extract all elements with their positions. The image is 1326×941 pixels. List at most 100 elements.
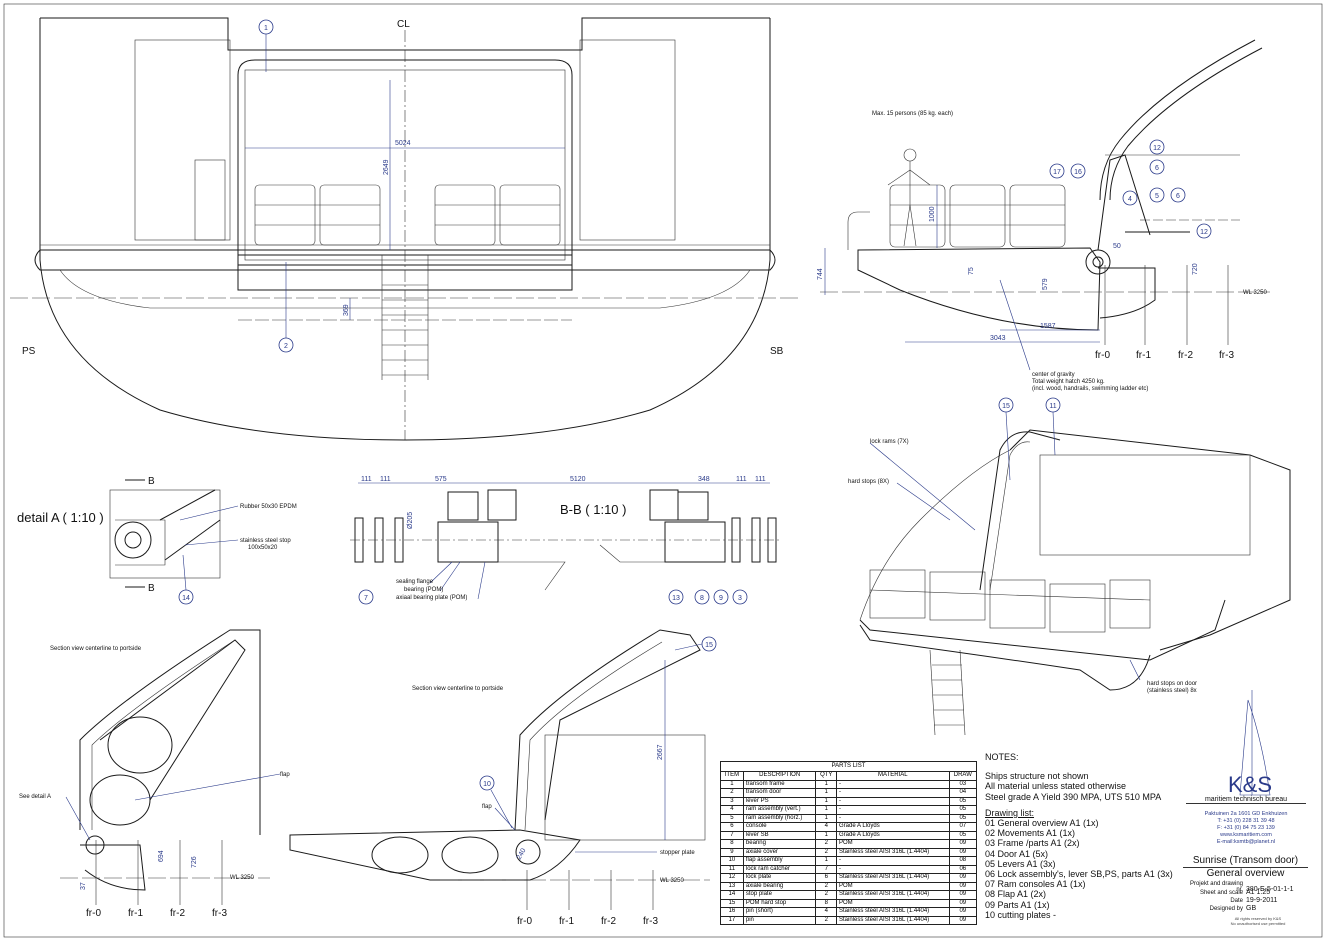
- cell-item: 13: [720, 881, 744, 891]
- cell-material: Stainless steel AISI 316L (1.4404): [836, 915, 950, 925]
- dim-720: 720: [1192, 263, 1199, 275]
- cell-item: 6: [720, 822, 744, 832]
- proj-row: Projekt and drawing nr.380-E-5-01-1-1: [1189, 881, 1294, 893]
- stopper-plate-label: stopper plate: [660, 850, 695, 856]
- ps-label: PS: [22, 346, 36, 357]
- flap-label-right: flap: [482, 804, 492, 810]
- cell-draw: 09: [948, 907, 978, 917]
- frame-2-right: fr-2: [601, 916, 616, 927]
- balloon-11: 11: [1049, 403, 1056, 410]
- cell-qty: 8: [815, 898, 837, 908]
- cell-draw: 07: [948, 822, 978, 832]
- office-address: Paktuinen 2a 1601 GD Enkhuizen T: +31 (0…: [1191, 811, 1301, 846]
- cell-draw: 05: [948, 830, 978, 840]
- cell-material: Stainless steel AISI 316L (1.4404): [836, 873, 950, 883]
- note-line-2: All material unless stated otherwise: [985, 781, 1127, 792]
- dim-694: 694: [158, 850, 165, 862]
- section-view-right: Section view centerline to portside WL 3…: [289, 629, 717, 927]
- hard-stops-door-1: hard stops on door: [1147, 681, 1197, 687]
- drawing-list-1: 01 General overview A1 (1x): [985, 818, 1099, 829]
- rear-view: CL 5024: [10, 17, 800, 441]
- balloon-4: 4: [1128, 196, 1132, 203]
- cell-draw: 09: [948, 898, 978, 908]
- dim-3043: 3043: [990, 335, 1006, 342]
- section-view-left: Section view centerline to portside WL 3…: [19, 629, 290, 919]
- cell-item: 10: [720, 856, 744, 866]
- project-name: Sunrise (Transom door): [1192, 855, 1299, 866]
- balloon-12b: 12: [1200, 229, 1208, 236]
- note-line-1: Ships structure not shown: [985, 771, 1089, 782]
- balloon-2: 2: [284, 343, 288, 350]
- balloon-5: 5: [1155, 193, 1159, 200]
- sb-label: SB: [770, 346, 784, 357]
- cell-description: pin: [742, 915, 817, 925]
- cell-item: 9: [720, 847, 744, 857]
- cell-material: Stainless steel AISI 316L (1.4404): [836, 907, 950, 917]
- balloon-1: 1: [264, 25, 268, 32]
- cell-qty: 6: [815, 873, 837, 883]
- cell-material: POM: [836, 839, 950, 849]
- dim-744: 744: [817, 268, 824, 280]
- notes-block: NOTES: Ships structure not shown All mat…: [985, 752, 1173, 920]
- cell-material: POM: [836, 881, 950, 891]
- b-label-top: B: [148, 476, 155, 487]
- drawing-list-4: 04 Door A1 (5x): [985, 848, 1049, 859]
- lock-rams-label: lock rams (7X): [870, 439, 909, 445]
- cell-item: 12: [720, 873, 744, 883]
- balloon-13: 13: [672, 595, 680, 602]
- cell-item: 11: [720, 864, 744, 874]
- wl-label-left: WL 3250: [230, 875, 254, 881]
- balloon-17: 17: [1053, 169, 1061, 176]
- cell-material: Grade A Lloyds: [836, 830, 950, 840]
- sealing-flange-label: sealing flange: [396, 579, 434, 585]
- balloon-8: 8: [700, 595, 704, 602]
- wl-label-top: WL 3250: [1243, 290, 1267, 296]
- parts-list-table: PARTS LIST ITEM DESCRIPTION QTY MATERIAL…: [720, 761, 978, 925]
- bb-dim-5: 348: [698, 476, 710, 483]
- cell-qty: 1: [815, 796, 837, 806]
- balloon-16: 16: [1074, 169, 1082, 176]
- steel-stop-1: stainless steel stop: [240, 538, 291, 544]
- section-bb: B-B ( 1:10 ) 111 111 575 5120 348 111 11…: [350, 476, 780, 605]
- hard-stops-label: hard stops (8X): [848, 479, 889, 485]
- bb-title: B-B ( 1:10 ): [560, 502, 626, 517]
- cog-note-3: (incl. wood, handrails, swimming ladder …: [1032, 386, 1148, 392]
- dim-width-label: 5024: [395, 140, 411, 147]
- flap-label-left: flap: [280, 772, 290, 778]
- cell-description: ram assembly (vert.): [742, 805, 817, 815]
- parts-list-caption: PARTS LIST: [720, 761, 977, 771]
- cell-qty: 1: [815, 779, 837, 789]
- cell-qty: 2: [815, 847, 837, 857]
- logo-text: K&S: [1228, 772, 1272, 797]
- cell-description: lever PS: [742, 796, 817, 806]
- note-line-3: Steel grade A Yield 390 MPA, UTS 510 MPA: [985, 791, 1162, 802]
- cell-description: lock ram catcher: [742, 864, 817, 874]
- rights-note: All rights reserved by K&S No unauthoris…: [1230, 916, 1286, 926]
- cell-draw: 05: [948, 805, 978, 815]
- cell-item: 7: [720, 830, 744, 840]
- cell-draw: 05: [948, 813, 978, 823]
- cog-note-2: Total weight hatch 4250 kg.: [1032, 379, 1105, 385]
- cell-description: POM hard stop: [742, 898, 817, 908]
- cell-qty: 2: [815, 839, 837, 849]
- cell-description: flap assembly: [742, 856, 817, 866]
- isometric-view: lock rams (7X) hard stops (8X) hard stop…: [848, 397, 1291, 736]
- address-line-4: E-mail:ksmtb@planet.nl: [1216, 839, 1276, 845]
- frame-3-right: fr-3: [643, 916, 658, 927]
- cell-description: ram assembly (horz.): [742, 813, 817, 823]
- bb-dim-6: 111: [736, 476, 747, 483]
